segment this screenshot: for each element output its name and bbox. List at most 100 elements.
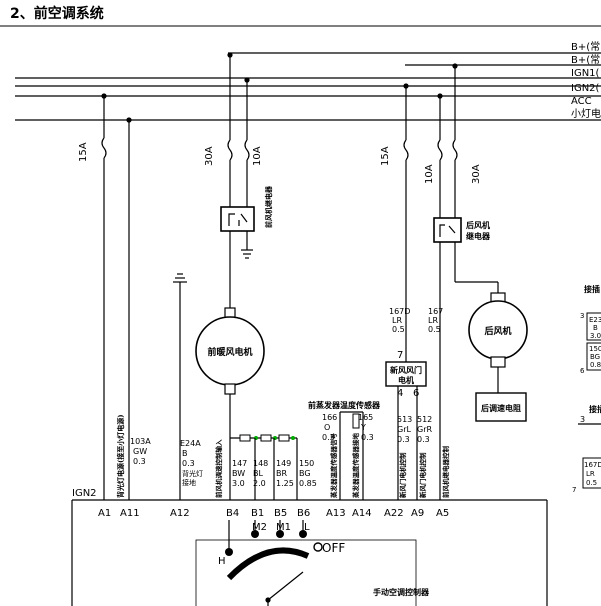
evap-sensor-label: 前蒸发器温度传感器 [308,400,381,410]
fresh-air-circuit [385,86,427,500]
svg-text:147: 147 [232,459,247,468]
connector-label-ign2: IGN2 [72,488,97,499]
fresh-air-pin-4: 4 [397,388,403,399]
pin-a14: A14 [352,508,372,519]
rear-relay-label-1: 后风机 [466,220,490,230]
vlabel-a14: 蒸发器温度传感器接地 [351,433,360,499]
controller-label: 手动空调控制器 [373,587,430,597]
bus-labels: B+(常 B+(常 IGN1( IGN2( ACC 小灯电 [571,40,601,120]
svg-text:O: O [324,423,330,432]
svg-text:165: 165 [358,413,373,422]
vlabel-a13: 蒸发器温度传感器信号 [329,433,338,499]
wire-e24a-code: E24A [180,439,201,448]
wire-103a-code: 103A [130,437,151,446]
pin-b6: B6 [297,508,310,519]
svg-text:0.3: 0.3 [417,435,430,444]
svg-text:0.5: 0.5 [586,479,597,487]
svg-text:0.5: 0.5 [392,325,405,334]
svg-text:167: 167 [428,307,443,316]
connector-pin-7: 7 [572,486,576,494]
svg-text:0.5: 0.5 [428,325,441,334]
svg-text:3.0: 3.0 [232,479,245,488]
connector-pins: A1 A11 A12 B4 B1 B5 B6 A13 A14 A22 A9 A5 [98,508,449,519]
fuse-10a-front: 10A [252,146,263,166]
fuse-30a-rear: 30A [471,164,482,184]
wire-148-label: 148 BL 2.0 [253,459,268,488]
svg-text:GrR: GrR [417,425,432,434]
svg-text:150: 150 [589,345,601,353]
bus-label-ign2: IGN2( [571,83,600,94]
ac-controller [71,499,548,606]
pin-a5: A5 [436,508,449,519]
evap-sensor [339,411,364,500]
front-relay-label: 前风机继电器 [264,185,273,228]
fuse-15a-right: 15A [380,146,391,166]
wire-165-label: 165 Y 0.3 [358,413,374,442]
svg-text:B: B [593,324,598,332]
svg-text:1.25: 1.25 [276,479,294,488]
switch-label-l: L [304,522,310,533]
svg-text:0.3: 0.3 [322,433,335,442]
switch-label-m2: M2 [252,522,267,533]
fresh-air-label-1: 新风风门 [390,365,422,375]
svg-text:0.8: 0.8 [590,361,601,369]
front-blower-motor [195,307,265,438]
wire-512-label: 512 GrR 0.3 [417,415,432,444]
svg-text:BW: BW [232,469,245,478]
svg-text:LR: LR [392,316,402,325]
svg-text:0.3: 0.3 [397,435,410,444]
pin-b1: B1 [251,508,264,519]
wire-103a-size: 0.3 [133,457,146,466]
fuse-15a-left: 15A [78,142,89,162]
svg-text:2.0: 2.0 [253,479,266,488]
svg-text:3.0: 3.0 [590,332,601,340]
svg-text:E23: E23 [589,316,601,324]
svg-text:BR: BR [276,469,287,478]
svg-text:167D: 167D [389,307,410,316]
pin-a12: A12 [170,508,190,519]
wire-e24a-color: B [182,449,188,458]
pin-a13: A13 [326,508,346,519]
wire-513-label: 513 GrL 0.3 [397,415,412,444]
svg-text:148: 148 [253,459,268,468]
vlabel-b4: 前风机调速控制输入 [214,439,223,498]
connector-label-2: 接插 [589,404,601,414]
svg-text:150: 150 [299,459,314,468]
wire-150-label: 150 BG 0.85 [299,459,317,488]
vlabel-a22: 新风门电机控制 [398,452,407,498]
vlabel-a9: 新风门电机控制 [418,452,427,498]
svg-text:166: 166 [322,413,337,422]
switch-label-off: OFF [322,541,345,555]
front-motor-label: 前暖风电机 [207,346,252,358]
svg-text:149: 149 [276,459,291,468]
bus-label-small-lamp: 小灯电 [571,107,601,120]
bus-label-acc: ACC [571,96,592,107]
pin-a9: A9 [411,508,424,519]
front-fuses [227,55,250,207]
right-connector-fragments: 接插 E23 B 3.0 150 BG 0.8 3 6 接插 3 167D LR… [572,284,601,494]
diagram-title: 2、前空调系统 [10,5,104,22]
svg-text:GrL: GrL [397,425,411,434]
pin-a1: A1 [98,508,111,519]
svg-text:513: 513 [397,415,412,424]
svg-text:BL: BL [253,469,263,478]
rear-motor-label: 后风机 [484,325,511,337]
pin-b4: B4 [226,508,239,519]
bus-label-bplus-1: B+(常 [571,40,600,53]
ground-a12 [173,273,187,500]
rear-relay-label-2: 继电器 [466,231,491,241]
svg-text:0.85: 0.85 [299,479,317,488]
wire-147-label: 147 BW 3.0 [232,459,247,488]
wire-e24a-note2: 接地 [182,478,196,487]
pin-b5: B5 [274,508,287,519]
wire-149-label: 149 BR 1.25 [276,459,294,488]
wire-103a-color: GW [133,447,147,456]
svg-text:0.3: 0.3 [361,433,374,442]
wire-a1 [101,96,107,500]
switch-label-h: H [218,556,226,567]
fresh-air-pin-6: 6 [413,388,419,399]
rear-blower-circuit [433,66,528,500]
wire-166-label: 166 O 0.3 [322,413,337,442]
wire-e24a-size: 0.3 [182,459,195,468]
svg-text:Y: Y [360,423,366,432]
